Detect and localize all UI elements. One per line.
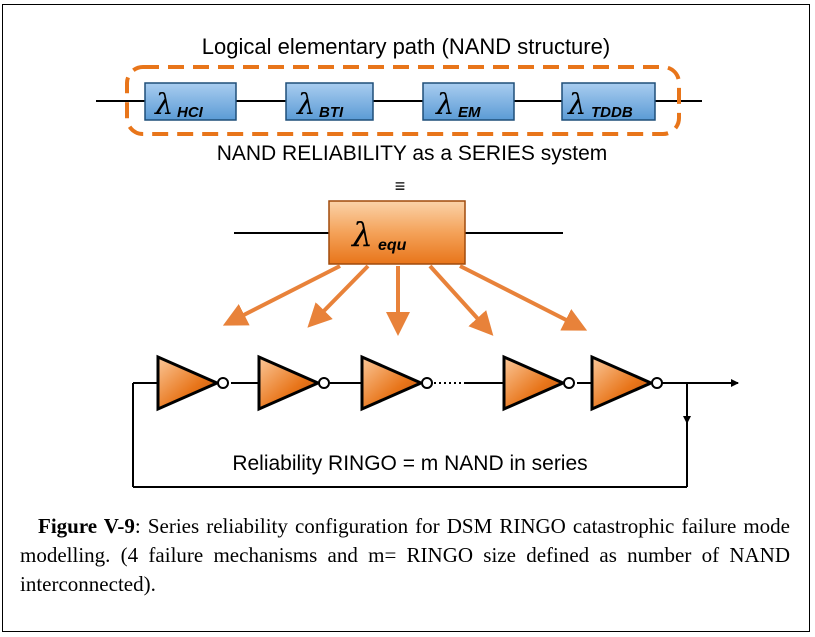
block-equivalent: λ equ [328,200,466,265]
block-em-subscript: EM [458,104,481,121]
inverter-1 [156,354,229,412]
arrow-5 [459,264,588,331]
inverter-4 [502,354,575,412]
block-tddb-subscript: TDDB [591,104,633,121]
inverter-3 [360,354,433,412]
ring-label: Reliability RINGO = m NAND in series [232,452,587,475]
block-hci: λ HCI [144,82,237,121]
block-em: λ EM [422,82,515,121]
lambda-symbol: λ [435,87,454,121]
arrow-2 [307,264,370,328]
lambda-symbol: λ [296,87,315,121]
lambda-symbol: λ [154,87,173,121]
nand-boundary [125,65,681,136]
block-bti: λ BTI [285,82,374,121]
lambda-symbol: λ [350,215,373,254]
path-title: Logical elementary path (NAND structure) [202,34,610,59]
arrow-1 [222,264,341,326]
block-hci-subscript: HCI [177,104,204,121]
distribution-arrows [222,264,588,336]
lambda-symbol: λ [567,87,586,121]
inverter-5 [590,354,663,412]
block-equivalent-subscript: equ [378,237,407,254]
figure-label: Figure V-9 [38,514,135,538]
block-tddb: λ TDDB [561,82,656,121]
series-label: NAND RELIABILITY as a SERIES system [217,142,608,165]
arrow-4 [428,264,494,336]
block-bti-subscript: BTI [319,104,344,121]
caption-text: : Series reliability configuration for D… [20,514,790,596]
equivalence-symbol: ≡ [395,176,406,196]
figure-caption: Figure V-9: Series reliability configura… [20,512,790,599]
inverter-2 [257,354,330,412]
